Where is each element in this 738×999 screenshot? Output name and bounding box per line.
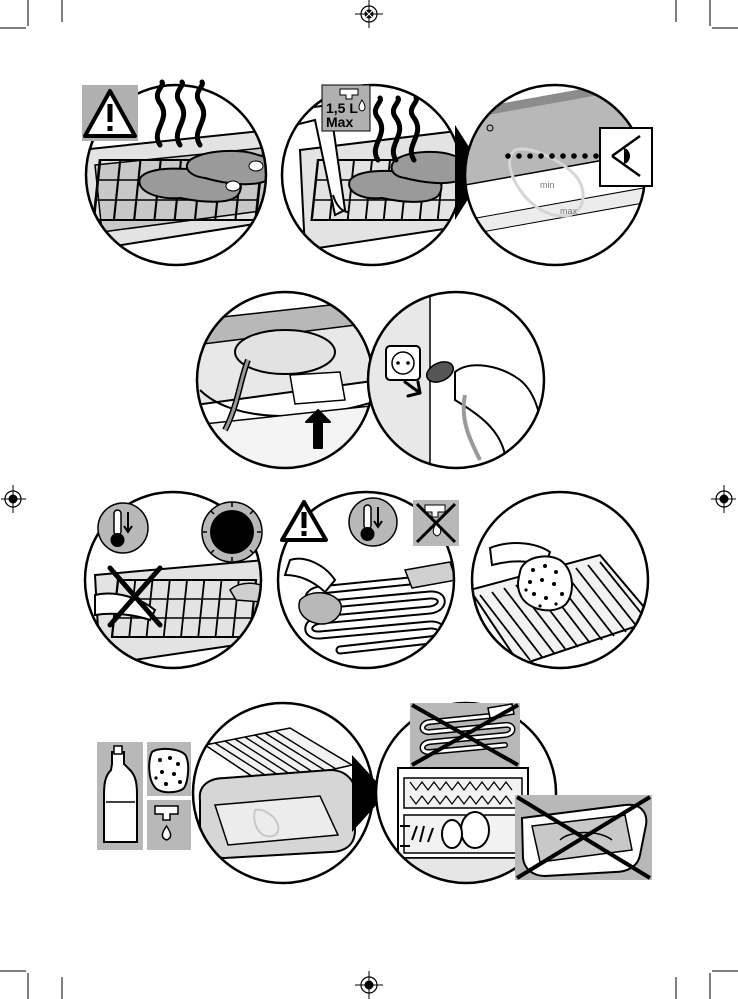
panel-let-cool: [85, 492, 270, 668]
registration-mark-icon: [355, 0, 383, 28]
thermostat-unit: [235, 330, 335, 374]
warning-triangle-icon: [82, 85, 138, 141]
timer-dial-icon: [202, 502, 262, 562]
panel-remove-thermostat: [195, 292, 380, 470]
water-max-label: Max: [326, 114, 353, 130]
gauge-min-label: min: [540, 180, 555, 190]
eye-icon: [600, 128, 652, 186]
detergent-bottle-icon: [97, 742, 143, 850]
cleaning-products: [97, 742, 191, 850]
panel-add-water: 1,5 L Max: [282, 85, 470, 265]
registration-mark-icon: [711, 485, 736, 513]
registration-mark-icon: [355, 971, 383, 999]
sight-line: [505, 153, 599, 159]
thermometer-down-icon: [349, 498, 397, 546]
no-dishwasher-body: [515, 795, 652, 880]
crop-mark-icon: [0, 971, 28, 999]
registration-mark-icon: [1, 485, 26, 513]
panel-unplug: [368, 292, 544, 470]
panel-clean-rack: [470, 492, 655, 668]
gauge-max-label: max: [560, 206, 578, 216]
water-tap-icon: 1,5 L Max: [322, 85, 370, 131]
panel-hot-grill: [80, 82, 280, 265]
no-water-icon: [413, 500, 459, 546]
crop-mark-icon: [710, 0, 738, 28]
panel-wash-parts: [193, 703, 373, 883]
crop-mark-icon: [0, 0, 28, 28]
panel-water-level: min max: [465, 75, 660, 265]
sponge-icon: [147, 742, 191, 796]
water-tap-icon: [147, 800, 191, 850]
no-dishwasher-element: [410, 703, 520, 767]
crop-mark-icon: [710, 971, 738, 999]
panel-wipe-element: [278, 492, 459, 668]
power-socket-icon: [386, 346, 420, 380]
sponge-icon: [518, 556, 572, 610]
thermometer-down-icon: [98, 503, 148, 553]
